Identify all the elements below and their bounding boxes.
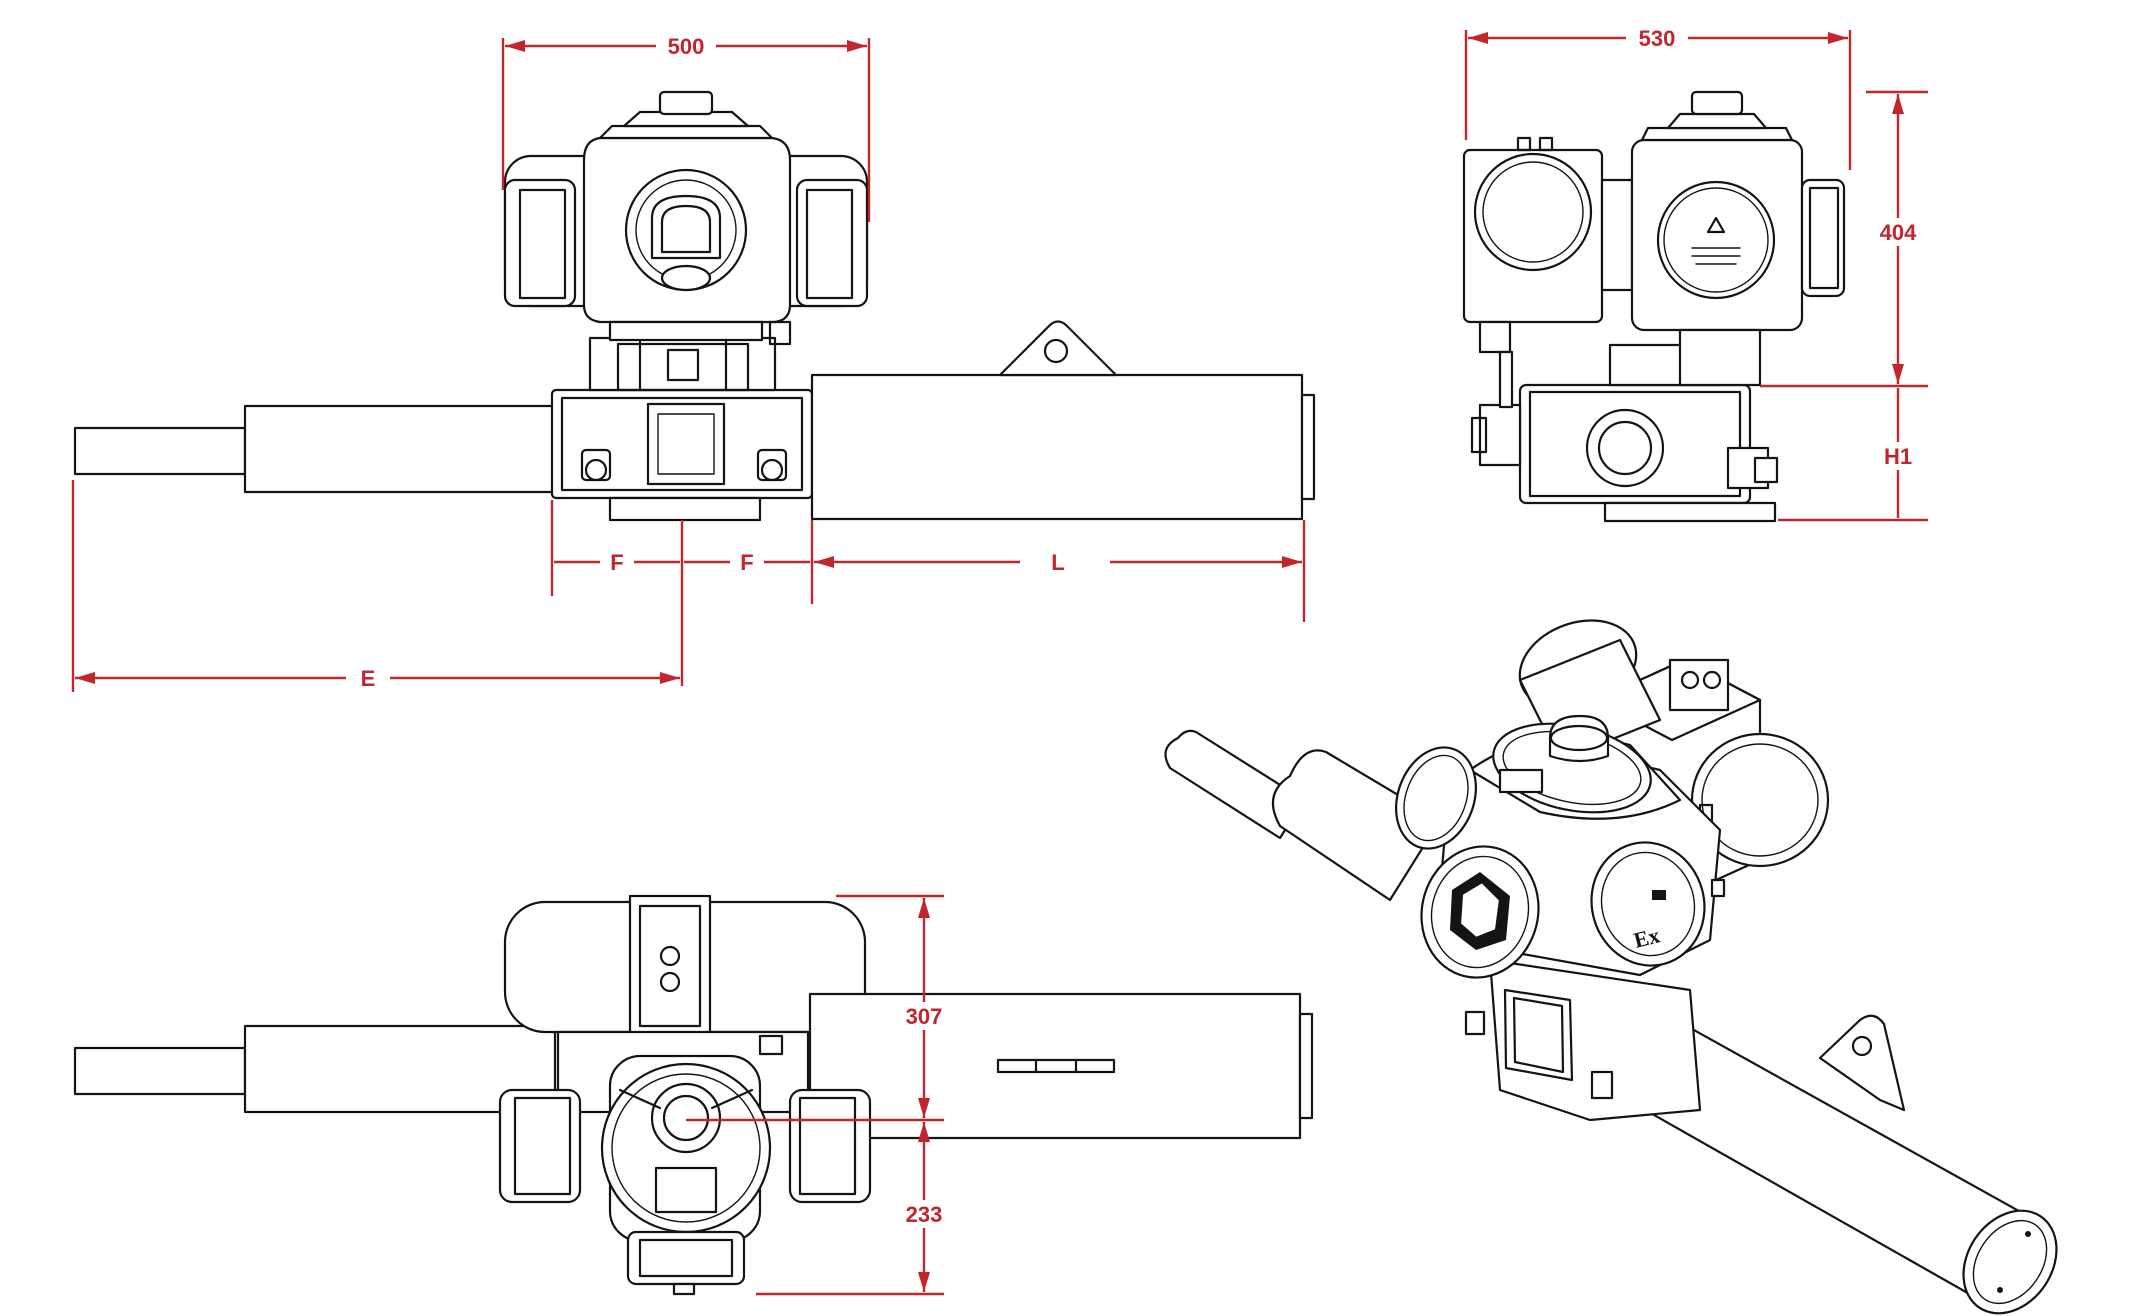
dimension-width-side: 530	[1464, 24, 1852, 170]
handle-pipe	[73, 404, 557, 494]
dimension-depth-plan: 307 233	[686, 894, 952, 1296]
iso-actuator-head: Ex	[1395, 714, 1726, 979]
gear-housing	[550, 388, 814, 522]
dimension-f-left-label: F	[610, 550, 623, 575]
isometric-view: Ex	[1164, 619, 2058, 1315]
plan-top-cylinder	[503, 894, 867, 1040]
iso-lower-body	[1464, 958, 1702, 1122]
side-junction-box	[1462, 136, 1604, 409]
dimension-length-l-label: L	[1051, 550, 1064, 575]
actuator-head	[503, 90, 869, 346]
front-elevation-view	[73, 90, 1316, 522]
dimension-annotations: 500 530 404 H1	[71, 24, 1928, 1296]
dimension-length-e: E	[71, 480, 680, 692]
plan-extension-cylinder	[808, 992, 1314, 1140]
dimension-length-e-label: E	[361, 666, 376, 691]
plan-view	[73, 894, 1314, 1296]
ex-mark-label: Ex	[1631, 922, 1662, 952]
side-elevation-view	[1462, 90, 1846, 523]
iso-handle-pipe	[1164, 729, 1442, 902]
dimension-width-front-label: 500	[668, 34, 705, 59]
mounting-bracket	[588, 336, 777, 392]
dimension-height-h1-label: H1	[1884, 444, 1912, 469]
dimension-f-f-l: F F L	[550, 500, 1306, 686]
extension-cylinder	[810, 320, 1316, 521]
plan-actuator-head	[498, 1030, 872, 1296]
dimension-height-h1: H1	[1778, 388, 1928, 522]
dimension-width-front: 500	[501, 32, 871, 222]
dimension-width-side-label: 530	[1639, 26, 1676, 51]
side-actuator-head	[1600, 90, 1846, 387]
dimension-depth-lower-label: 233	[906, 1202, 943, 1227]
side-gear-box	[1470, 343, 1779, 523]
iso-extension-cylinder	[1608, 998, 2058, 1315]
dimension-height-top: 404	[1760, 90, 1928, 388]
dimension-depth-upper-label: 307	[906, 1004, 943, 1029]
dimension-height-top-label: 404	[1880, 220, 1917, 245]
dimension-f-right-label: F	[740, 550, 753, 575]
plan-handle-pipe	[73, 1024, 557, 1114]
